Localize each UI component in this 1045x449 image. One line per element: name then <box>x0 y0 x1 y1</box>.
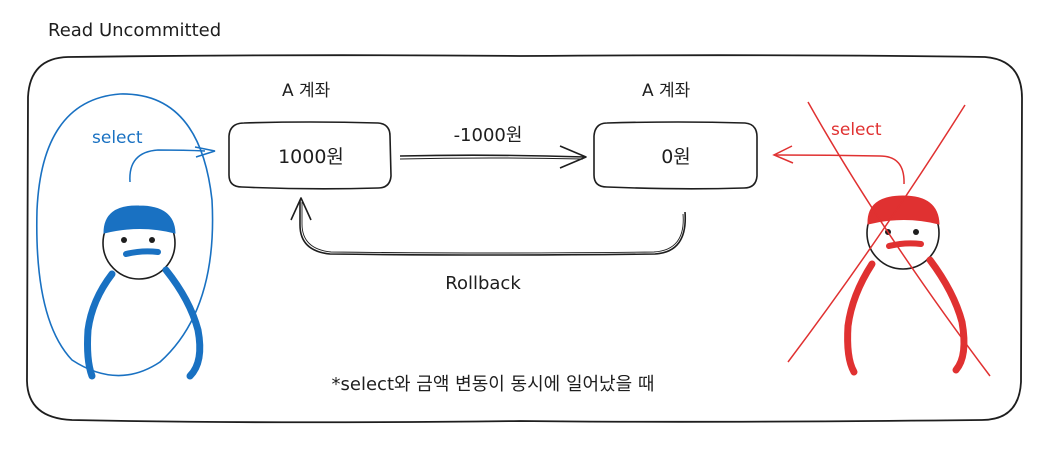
account-right-rect <box>593 121 758 190</box>
user-right: select <box>772 101 991 377</box>
account-right-label: A 계좌 <box>642 81 691 101</box>
account-left-value: 1000원 <box>278 146 344 168</box>
account-left-label: A 계좌 <box>282 81 331 101</box>
account-right-value: 0원 <box>661 146 691 168</box>
user-left-action: select <box>92 128 143 148</box>
account-box-left: A 계좌 1000원 <box>228 81 392 190</box>
diagram-title: Read Uncommitted <box>48 20 221 41</box>
account-box-right: A 계좌 0원 <box>593 81 758 190</box>
footnote: *select와 금액 변동이 동시에 일어났을 때 <box>332 374 655 395</box>
account-left-rect <box>228 121 392 190</box>
user-left-cap <box>103 205 176 234</box>
user-left-oval <box>35 93 214 377</box>
rollback-arrow <box>290 197 687 256</box>
user-right-cap <box>867 195 940 225</box>
user-right-action: select <box>831 120 882 140</box>
outer-frame <box>26 54 1023 424</box>
transfer-label: -1000원 <box>454 125 523 146</box>
transfer-arrow <box>399 145 587 169</box>
rollback-label: Rollback <box>445 273 521 294</box>
user-right-cross-out <box>787 101 991 377</box>
user-left: select <box>35 93 216 380</box>
